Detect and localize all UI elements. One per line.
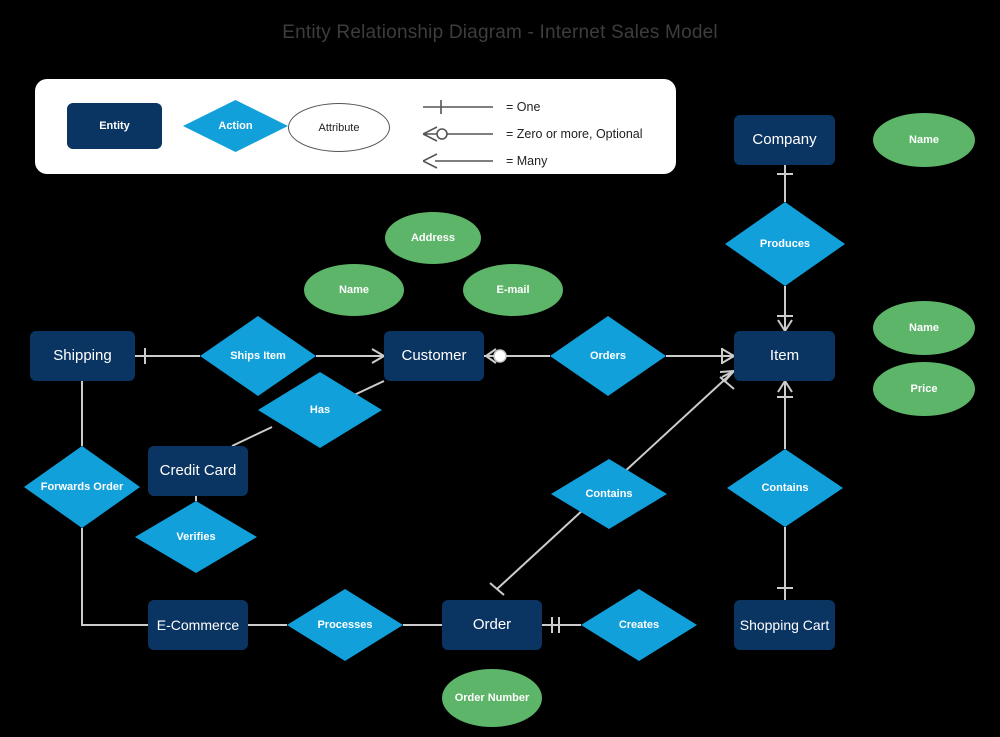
zero-or-more-notation-icon: [423, 126, 493, 142]
attribute-customer-address-label: Address: [410, 231, 456, 244]
action-contains-order-item[interactable]: Contains: [551, 459, 667, 529]
diamond-shape: [258, 372, 382, 448]
diamond-shape: [551, 459, 667, 529]
action-orders[interactable]: Orders: [550, 316, 666, 396]
diamond-shape: [727, 449, 843, 527]
legend-action-swatch: Action: [183, 100, 288, 152]
legend-entity-swatch: Entity: [67, 103, 162, 149]
attribute-company-name-label: Name: [909, 133, 939, 146]
entity-order-label: Order: [472, 616, 512, 634]
action-produces[interactable]: Produces: [725, 202, 845, 286]
legend-attribute-label: Attribute: [318, 121, 360, 134]
action-diamond-shape: [183, 100, 288, 152]
zero-circle-customer-orders: [493, 349, 507, 363]
tick-order-diagonal: [489, 582, 505, 596]
entity-credit-card-label: Credit Card: [159, 462, 237, 480]
diamond-shape: [200, 316, 316, 396]
entity-item-label: Item: [769, 347, 800, 365]
line-customer-has: [351, 380, 385, 397]
legend-notation-many-text: = Many: [506, 154, 548, 168]
action-verifies[interactable]: Verifies: [135, 501, 257, 573]
diamond-shape: [135, 501, 257, 573]
attribute-customer-email[interactable]: E-mail: [463, 264, 563, 316]
legend-notation-many: = Many: [423, 153, 547, 169]
diamond-shape: [725, 202, 845, 286]
attribute-customer-email-label: E-mail: [496, 283, 530, 296]
attribute-customer-name-label: Name: [339, 283, 369, 296]
crow-foot-item-left: [721, 348, 735, 364]
entity-credit-card[interactable]: Credit Card: [148, 446, 248, 496]
entity-e-commerce[interactable]: E-Commerce: [148, 600, 248, 650]
attribute-item-price-label: Price: [910, 382, 938, 395]
diamond-shape: [550, 316, 666, 396]
entity-customer[interactable]: Customer: [384, 331, 484, 381]
page-title: Entity Relationship Diagram - Internet S…: [282, 22, 718, 43]
action-has[interactable]: Has: [258, 372, 382, 448]
action-forwards-order[interactable]: Forwards Order: [24, 446, 140, 528]
legend-notation-one: = One: [423, 99, 540, 115]
action-contains-cart-item[interactable]: Contains: [727, 449, 843, 527]
diamond-shape: [24, 446, 140, 528]
attribute-item-name[interactable]: Name: [873, 301, 975, 355]
one-notation-icon: [423, 100, 493, 114]
action-creates[interactable]: Creates: [581, 589, 697, 661]
line-forwards-order-e-commerce: [81, 528, 148, 626]
attribute-item-name-label: Name: [909, 321, 939, 334]
many-notation-icon: [423, 153, 493, 169]
attribute-customer-name[interactable]: Name: [304, 264, 404, 316]
legend-notation-one-text: = One: [506, 100, 541, 114]
entity-e-commerce-label: E-Commerce: [156, 616, 240, 633]
legend-panel: Entity Action Attribute = One =: [35, 79, 676, 174]
attribute-customer-address[interactable]: Address: [385, 212, 481, 264]
crow-foot-customer-left: [371, 348, 385, 364]
entity-company[interactable]: Company: [734, 115, 835, 165]
line-has-credit-card: [231, 426, 273, 447]
action-processes[interactable]: Processes: [287, 589, 403, 661]
entity-customer-label: Customer: [401, 347, 467, 365]
diamond-shape: [287, 589, 403, 661]
legend-notation-zero-or-more-text: = Zero or more, Optional: [506, 127, 643, 141]
legend-attribute-swatch: Attribute: [288, 103, 390, 152]
crow-foot-item-bottom: [777, 380, 793, 393]
legend-entity-label: Entity: [99, 120, 130, 132]
crow-foot-item-diagonal: [719, 370, 735, 383]
entity-order[interactable]: Order: [442, 600, 542, 650]
attribute-item-price[interactable]: Price: [873, 362, 975, 416]
crow-foot-item-top: [777, 319, 793, 332]
legend-notation-zero-or-more: = Zero or more, Optional: [423, 126, 643, 142]
attribute-order-number-label: Order Number: [454, 691, 530, 704]
entity-item[interactable]: Item: [734, 331, 835, 381]
entity-company-label: Company: [752, 131, 817, 149]
tick-many-item-diagonal: [719, 376, 735, 390]
entity-shipping-label: Shipping: [53, 347, 112, 365]
entity-shopping-cart[interactable]: Shopping Cart: [734, 600, 835, 650]
diamond-shape: [581, 589, 697, 661]
entity-shopping-cart-label: Shopping Cart: [739, 616, 830, 633]
attribute-company-name[interactable]: Name: [873, 113, 975, 167]
entity-shipping[interactable]: Shipping: [30, 331, 135, 381]
crow-foot-customer-right: [485, 348, 497, 364]
attribute-order-number[interactable]: Order Number: [442, 669, 542, 727]
